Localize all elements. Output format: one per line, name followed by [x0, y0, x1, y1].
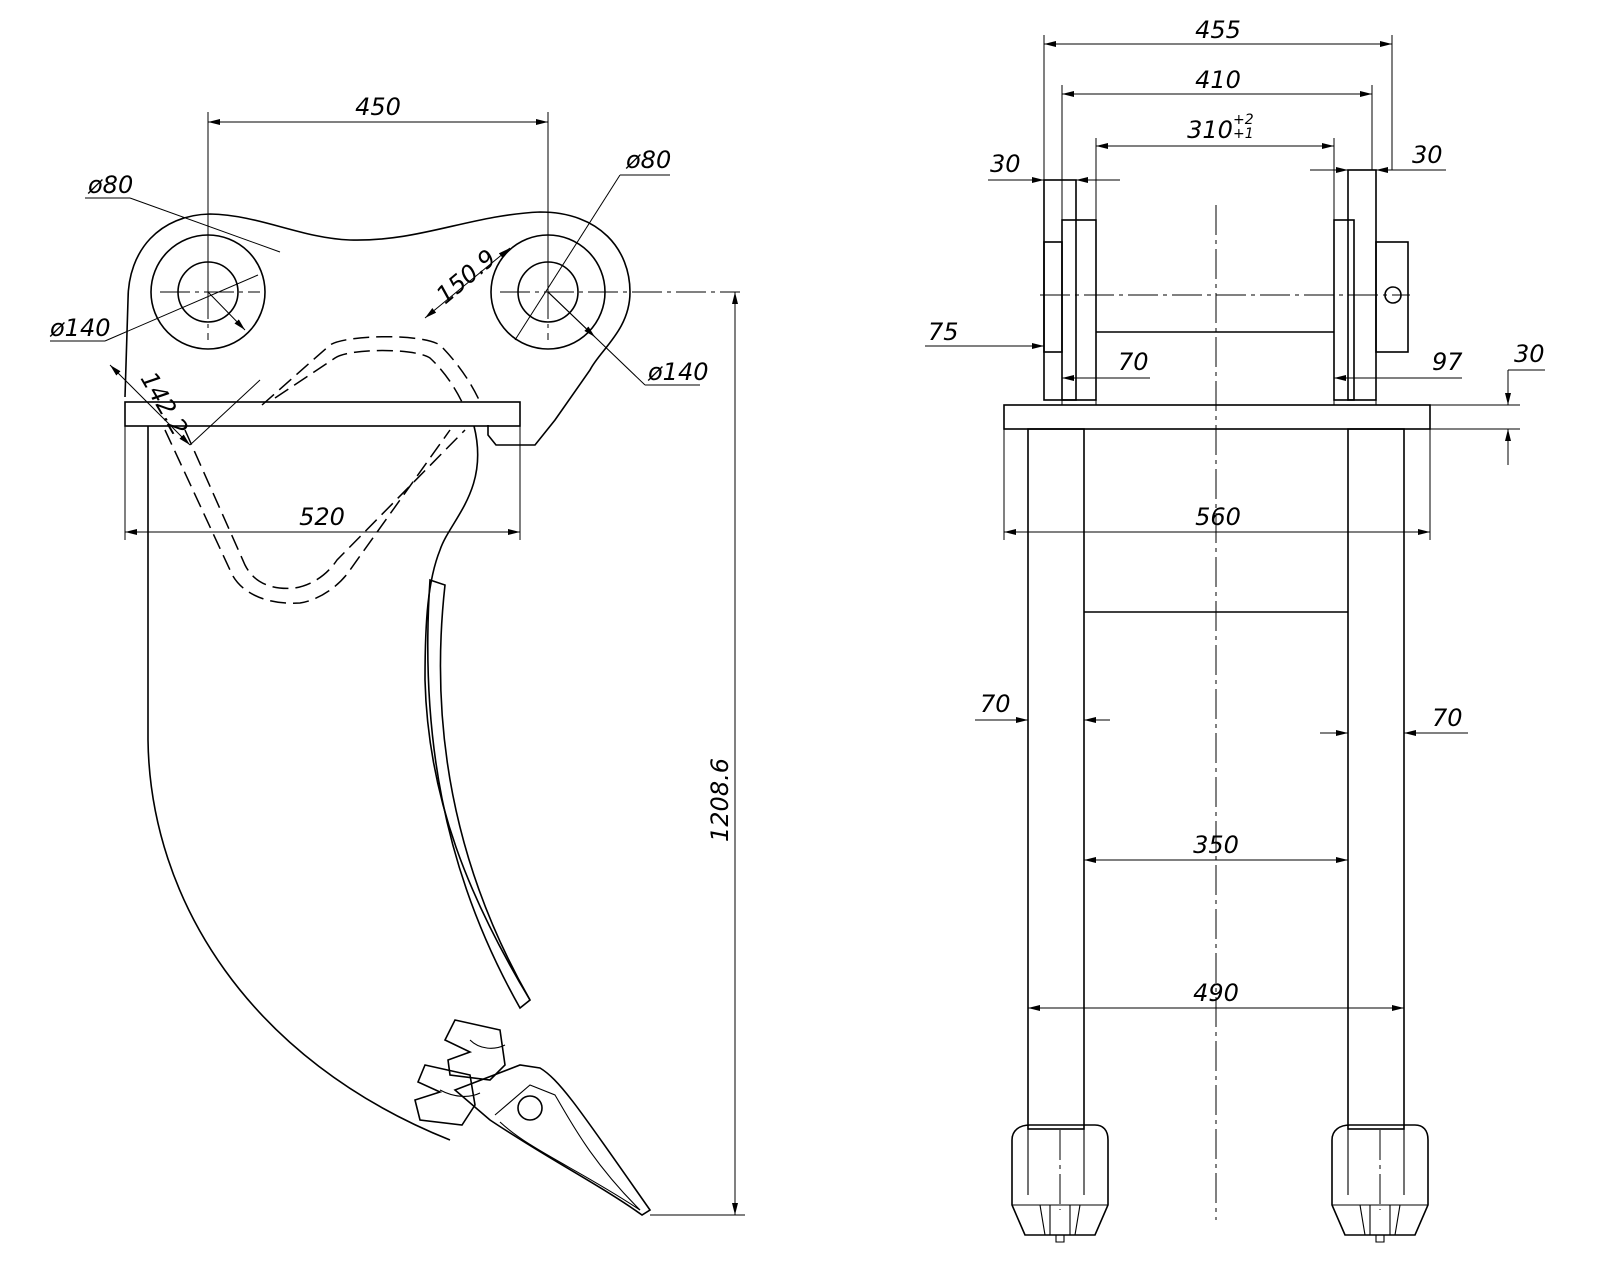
dim-310: 310 [1187, 116, 1233, 144]
dim-boss-dia-left: ø140 [49, 314, 111, 342]
dim-overall-455: 455 [1195, 16, 1241, 44]
adapter-lug-upper [443, 1019, 506, 1081]
dim-boss-dia-right: ø140 [647, 358, 709, 386]
dim-350: 350 [1193, 831, 1239, 859]
dim-30-left: 30 [990, 150, 1021, 178]
side-view: 450 ø80 ø140 ø80 ø140 150.9 142.2 520 [49, 93, 745, 1216]
dim-pin-dia-right: ø80 [625, 146, 671, 174]
dim-height: 1208.6 [706, 758, 734, 842]
shank-outline [147, 426, 451, 1141]
dim-pin-spacing: 450 [355, 93, 401, 121]
dim-75: 75 [928, 318, 959, 346]
right-tooth [1331, 1124, 1429, 1236]
shank-inner-edge [424, 425, 531, 1001]
hidden-web-inner [274, 349, 463, 403]
adapter-lug-lower [414, 1064, 476, 1126]
dim-offset-left: 142.2 [135, 367, 194, 441]
right-lug-pin [1384, 286, 1402, 304]
dim-70-left: 70 [980, 690, 1011, 718]
dim-490: 490 [1193, 979, 1239, 1007]
dim-410: 410 [1195, 66, 1241, 94]
left-shank [1027, 428, 1085, 1130]
dim-70-right: 70 [1432, 704, 1463, 732]
left-lug-outer [1043, 179, 1077, 401]
hidden-shank-slot-a [164, 429, 451, 604]
front-view: 455 410 310 +2 +1 30 30 75 70 97 [925, 16, 1545, 1243]
front-top-plate [1003, 404, 1431, 430]
wear-strip [426, 578, 532, 1010]
dim-560: 560 [1195, 503, 1241, 531]
right-shank [1347, 428, 1405, 1130]
tooth-pin [517, 1095, 543, 1121]
dim-310-tol-upper: +2 [1233, 112, 1254, 128]
dim-30-right: 30 [1412, 141, 1443, 169]
hidden-web-outer [261, 336, 481, 406]
dim-70-top: 70 [1118, 348, 1149, 376]
right-lug-outer [1347, 169, 1377, 401]
dim-310-tol-lower: +1 [1233, 126, 1254, 142]
left-tooth [1011, 1124, 1109, 1236]
tooth-adapter [453, 1064, 652, 1216]
dim-pin-dia-left: ø80 [87, 171, 133, 199]
dim-plate-width: 520 [299, 503, 345, 531]
dim-30-plate: 30 [1514, 340, 1545, 368]
bracket-outline [124, 211, 631, 446]
dim-97: 97 [1432, 348, 1463, 376]
